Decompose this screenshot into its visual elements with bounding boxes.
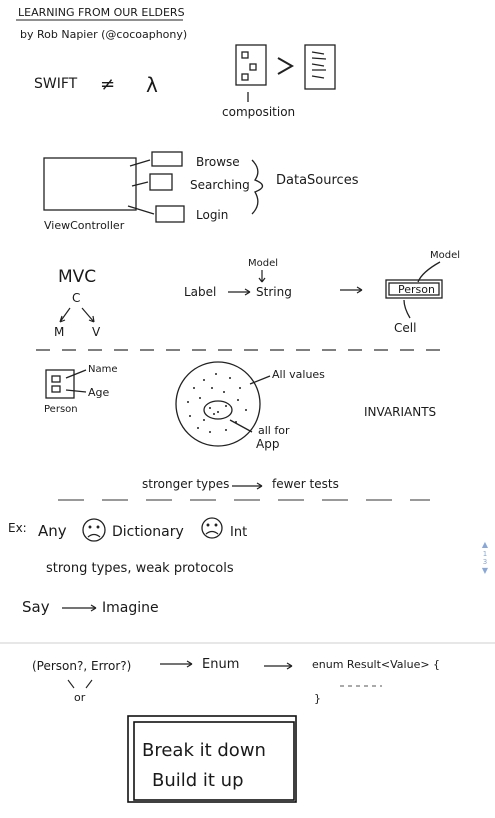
viewcontroller-label: ViewController [44,219,125,232]
composition-diagram [235,44,336,102]
label-string-arrows [228,270,363,296]
mvc-title: MVC [58,267,96,287]
frown-face-icon-2 [201,517,223,539]
mvc-v: V [92,325,101,339]
motto-box [127,715,297,803]
page-position: 1 [482,550,488,558]
person-struct-box [45,369,87,399]
datasources-label: DataSources [276,173,359,188]
page-total: 3 [482,558,488,566]
viewcontroller-diagram [43,151,264,223]
say-label: Say [22,598,50,616]
composition-label: composition [222,105,295,119]
cell-label: Cell [394,321,416,335]
app-label: App [256,437,279,451]
fewer-tests-label: fewer tests [272,477,339,491]
motto-line-1: Break it down [142,740,266,761]
frown-face-icon-1 [82,518,106,542]
person-struct-label: Person [44,404,78,415]
mvc-m: M [54,325,64,339]
int-label: Int [230,525,247,540]
values-circle [175,361,271,447]
browse-label: Browse [196,155,240,169]
mvc-c: C [72,291,80,305]
string-text: String [256,285,292,299]
say-imagine-arrow [62,604,97,612]
page-title: LEARNING FROM OUR ELDERS [18,6,185,19]
enum-arrows [160,660,293,670]
person-cell-box [385,261,443,319]
age-label: Age [88,386,110,399]
login-label: Login [196,208,228,222]
enum-result-label: enum Result<Value> { [312,658,440,671]
any-label: Any [38,522,67,540]
strong-weak-label: strong types, weak protocols [46,561,234,576]
motto-line-2: Build it up [152,770,244,791]
dictionary-label: Dictionary [112,524,184,540]
not-equal-sign: ≠ [100,74,115,95]
invariants-label: INVARIANTS [364,405,436,419]
stronger-types-label: stronger types [142,477,229,491]
all-values-label: All values [272,368,325,381]
page-down-button[interactable]: ▼ [481,566,489,575]
page-up-button[interactable]: ▲ [481,540,489,549]
model-right-label: Model [430,250,460,261]
tuple-or-marks [67,679,93,689]
name-label: Name [88,364,118,375]
mvc-arrows [59,307,95,323]
lambda-symbol: λ [146,73,158,97]
all-for-label: all for [258,424,290,437]
imagine-label: Imagine [102,600,159,616]
swift-label: SWIFT [34,76,78,92]
searching-label: Searching [190,178,250,192]
or-label: or [74,691,86,704]
label-text: Label [184,285,216,299]
stronger-fewer-arrow [232,482,263,490]
person-label: Person [398,283,435,296]
model-top-label: Model [248,258,278,269]
ex-label: Ex: [8,521,27,535]
byline: by Rob Napier (@cocoaphony) [20,28,187,41]
enum-label: Enum [202,657,239,672]
enum-close-brace: } [314,692,321,705]
values-dots [187,373,247,433]
page-navigator: ▲ 1 3 ▼ [478,540,492,576]
person-error-tuple: (Person?, Error?) [32,659,131,673]
